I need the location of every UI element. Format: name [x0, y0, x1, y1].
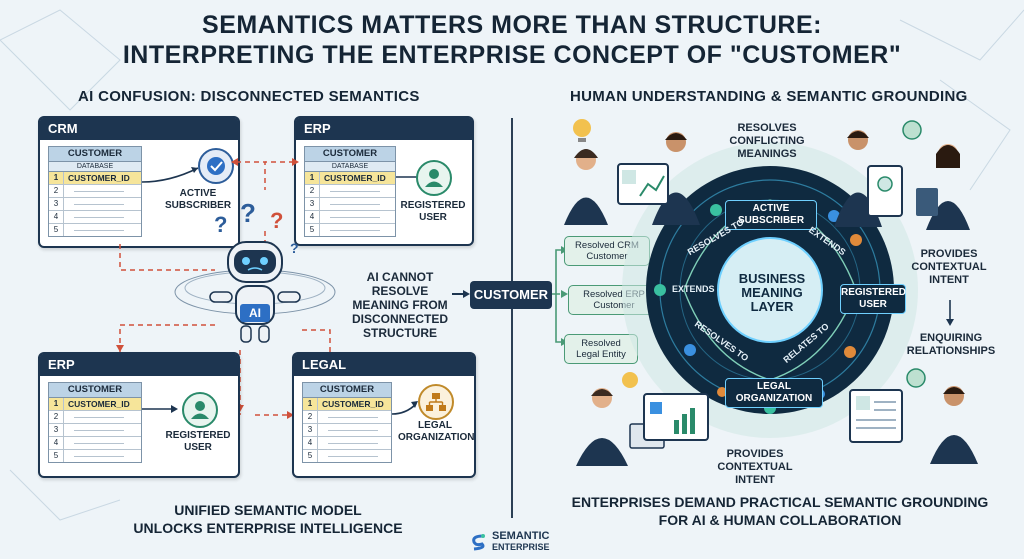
user-icon — [182, 392, 218, 428]
legal-meaning-label: LEGAL ORGANIZATION — [398, 420, 472, 444]
resolves-conflicting-text: RESOLVES CONFLICTING MEANINGS — [722, 122, 812, 161]
brand-subname: ENTERPRISE — [492, 542, 550, 552]
table-row: 2 — [49, 411, 141, 424]
table-row: 5 — [303, 450, 391, 462]
table-key-cell: CUSTOMER_ID — [318, 398, 391, 410]
people-top-right — [812, 112, 982, 232]
ring-node-registered-user: REGISTERED USER — [840, 284, 906, 314]
org-chart-icon — [418, 384, 454, 420]
brand-name: SEMANTIC — [492, 531, 549, 542]
erp-card-title: ERP — [40, 354, 238, 376]
business-meaning-layer: BUSINESS MEANING LAYER — [730, 272, 814, 314]
table-key-cell: CUSTOMER_ID — [64, 398, 141, 410]
table-row: 4 — [49, 437, 141, 450]
ring-link-label: EXTENDS — [672, 284, 715, 294]
enquiring-relationships-text: ENQUIRING RELATIONSHIPS — [904, 332, 998, 358]
ring-node-legal-organization: LEGAL ORGANIZATION — [725, 378, 823, 408]
ai-cannot-resolve-text: AI CANNOT RESOLVE MEANING FROM DISCONNEC… — [350, 270, 450, 340]
semantic-enterprise-logo-icon — [468, 532, 488, 552]
legal-card-title: LEGAL — [294, 354, 474, 376]
right-footer-line2: FOR AI & HUMAN COLLABORATION — [560, 512, 1000, 529]
brand-logo: SEMANTIC ENTERPRISE — [468, 530, 578, 554]
erp-meaning-label: REGISTERED USER — [158, 430, 238, 454]
people-bottom-right — [846, 366, 996, 466]
provides-contextual-intent-right: PROVIDES CONTEXTUAL INTENT — [908, 248, 990, 287]
left-footer-line2: UNLOCKS ENTERPRISE INTELLIGENCE — [118, 520, 418, 537]
right-heading: HUMAN UNDERSTANDING & SEMANTIC GROUNDING — [570, 88, 968, 105]
table-row: 2 — [303, 411, 391, 424]
arrow-icon — [140, 402, 184, 416]
ai-badge: AI — [240, 304, 270, 322]
table-row: 5 — [49, 450, 141, 462]
table-title: CUSTOMER — [49, 383, 141, 398]
customer-box: CUSTOMER — [470, 281, 552, 309]
table-row: 4 — [303, 437, 391, 450]
ring-node-label: REGISTERED USER — [841, 285, 905, 311]
people-bottom-left — [568, 370, 718, 470]
table-row: 3 — [49, 424, 141, 437]
arrow-icon — [944, 298, 956, 328]
table-title: CUSTOMER — [303, 383, 391, 398]
table-row: 3 — [303, 424, 391, 437]
provides-contextual-intent-bottom: PROVIDES CONTEXTUAL INTENT — [700, 448, 810, 487]
right-footer-line1: ENTERPRISES DEMAND PRACTICAL SEMANTIC GR… — [560, 494, 1000, 511]
ai-robot — [170, 230, 340, 350]
people-top-left — [552, 110, 712, 230]
question-mark-icon: ? — [240, 198, 256, 229]
ring-node-label: LEGAL ORGANIZATION — [726, 379, 822, 405]
left-footer-line1: UNIFIED SEMANTIC MODEL — [118, 502, 418, 519]
